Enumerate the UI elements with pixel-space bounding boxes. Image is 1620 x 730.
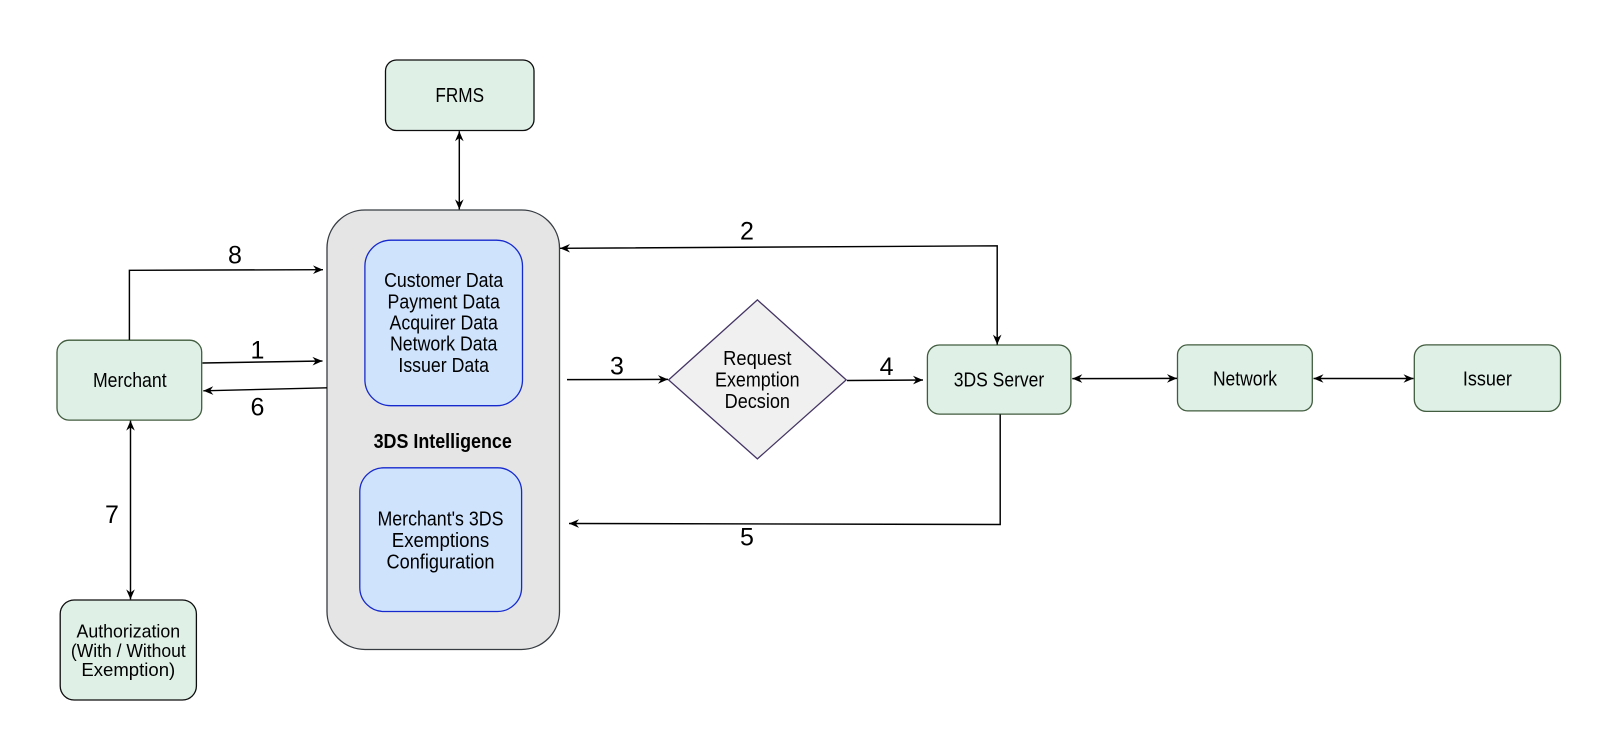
svg-text:Request: Request: [723, 348, 792, 370]
svg-text:Network Data: Network Data: [390, 334, 498, 356]
svg-text:Customer Data: Customer Data: [384, 270, 504, 292]
svg-text:Exemption: Exemption: [715, 370, 800, 392]
svg-text:Issuer: Issuer: [1463, 369, 1512, 391]
svg-text:2: 2: [740, 217, 754, 245]
svg-text:Acquirer Data: Acquirer Data: [390, 313, 499, 335]
svg-text:(With / Without: (With / Without: [71, 641, 186, 661]
svg-text:3DS Intelligence: 3DS Intelligence: [374, 431, 512, 453]
svg-text:Merchant's 3DS: Merchant's 3DS: [377, 509, 503, 531]
svg-text:8: 8: [228, 242, 242, 270]
svg-text:7: 7: [105, 501, 119, 529]
svg-text:6: 6: [251, 394, 265, 422]
svg-text:Merchant: Merchant: [93, 370, 167, 392]
svg-text:3DS Server: 3DS Server: [954, 370, 1045, 392]
svg-text:5: 5: [740, 524, 754, 552]
svg-text:Payment Data: Payment Data: [388, 291, 501, 313]
svg-text:Decsion: Decsion: [725, 391, 790, 413]
svg-text:3: 3: [610, 353, 624, 381]
svg-text:FRMS: FRMS: [435, 85, 484, 107]
svg-text:Exemptions: Exemptions: [392, 530, 489, 552]
svg-text:Network: Network: [1213, 369, 1278, 391]
svg-text:Issuer Data: Issuer Data: [398, 355, 489, 377]
svg-text:1: 1: [251, 337, 265, 365]
svg-text:Exemption): Exemption): [81, 660, 175, 680]
svg-text:Configuration: Configuration: [387, 551, 495, 573]
svg-text:Authorization: Authorization: [77, 622, 181, 642]
svg-text:4: 4: [880, 353, 894, 381]
